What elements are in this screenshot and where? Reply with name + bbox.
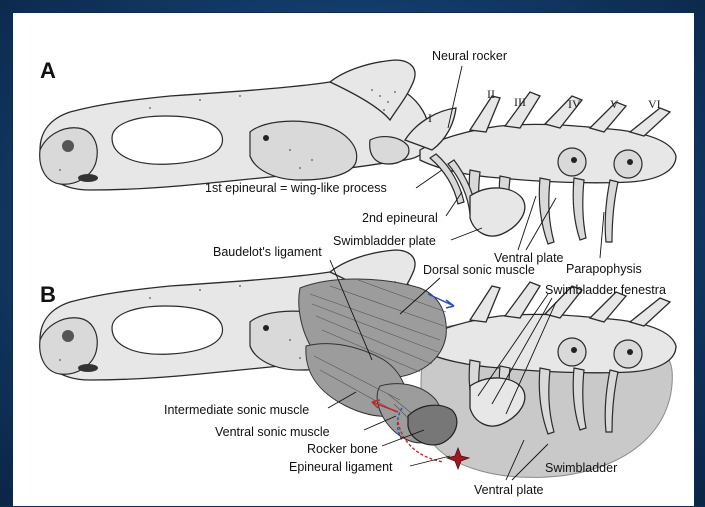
label-neural-rocker: Neural rocker	[432, 49, 507, 63]
panel-b-label: B	[40, 282, 56, 307]
panel-b: B Baudelot's ligament Dorsal sonic muscl…	[40, 245, 676, 497]
label-second-epineural: 2nd epineural	[362, 211, 438, 225]
label-first-epineural: 1st epineural = wing-like process	[205, 181, 387, 195]
leader-epineural-ligament	[410, 456, 450, 466]
swimbladder-plate-a	[470, 188, 525, 236]
label-intermediate-sonic: Intermediate sonic muscle	[164, 403, 309, 417]
label-swimbladder-fenestra: Swimbladder fenestra	[545, 283, 666, 297]
leader-parapophysis	[600, 212, 604, 258]
leader-swimbladder-plate	[451, 228, 482, 240]
vertebra-numeral-2: II	[487, 87, 495, 101]
label-swimbladder: Swimbladder	[545, 461, 617, 475]
label-ventral-sonic: Ventral sonic muscle	[215, 425, 330, 439]
leader-neural-rocker	[448, 66, 462, 128]
vertebra-numeral-1: I	[428, 111, 432, 125]
label-swimbladder-plate: Swimbladder plate	[333, 234, 436, 248]
label-rocker-bone: Rocker bone	[307, 442, 378, 456]
label-dorsal-sonic: Dorsal sonic muscle	[423, 263, 535, 277]
vertebra-numeral-5: V	[610, 97, 619, 111]
leader-first-epineural	[416, 170, 442, 188]
label-epineural-ligament: Epineural ligament	[289, 460, 393, 474]
vertebra-numeral-4: IV	[568, 97, 581, 111]
vertebra-numeral-3: III	[514, 95, 526, 109]
panel-a-label: A	[40, 58, 56, 83]
label-ventral-plate-b: Ventral plate	[474, 483, 544, 497]
rocker-bone	[408, 405, 457, 445]
panel-a: A I II III IV V VI Neural rocker 1st epi…	[40, 49, 676, 276]
vertebra-numeral-6: VI	[648, 97, 661, 111]
skull-a	[40, 60, 430, 190]
label-parapophysis: Parapophysis	[566, 262, 642, 276]
label-baudelot: Baudelot's ligament	[213, 245, 322, 259]
